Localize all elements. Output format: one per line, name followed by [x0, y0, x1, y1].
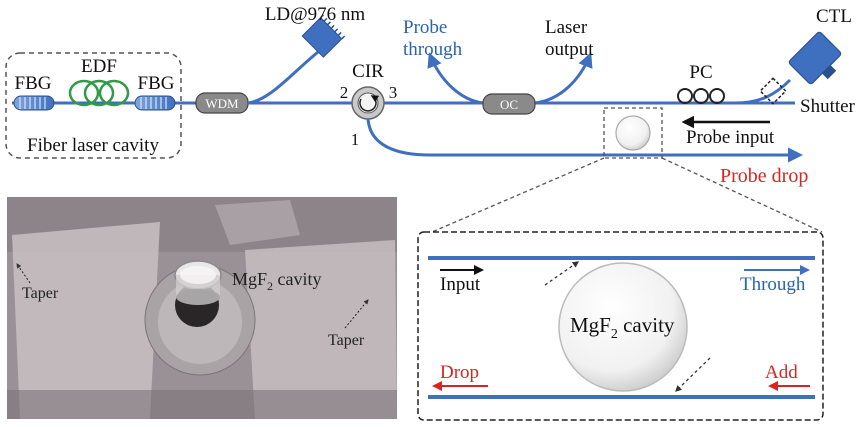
- ld-pump-fiber: [247, 50, 319, 105]
- fbg-left-label: FBG: [15, 73, 52, 94]
- inset-input-label: Input: [440, 274, 481, 295]
- inset-coupling-out: [675, 357, 711, 392]
- fbg-right-grating: [140, 97, 167, 109]
- inset-through-label: Through: [740, 274, 806, 295]
- shutter-label: Shutter: [800, 96, 856, 117]
- probe-drop-fiber: [366, 118, 803, 163]
- probe-through-fiber: [427, 52, 484, 105]
- cir-port-1: 1: [351, 130, 360, 149]
- ld-label: LD@976 nm: [265, 4, 366, 25]
- ctl-laser: [788, 31, 842, 85]
- oc-label: OC: [500, 97, 518, 112]
- shutter-icon: [759, 77, 787, 105]
- inset-cavity-label: MgF2 cavity: [570, 313, 675, 342]
- probe-drop-label: Probe drop: [720, 165, 808, 187]
- inset-coupling-in: [544, 261, 580, 286]
- fbg-right-label: FBG: [138, 73, 175, 94]
- cir-port-2: 2: [340, 83, 349, 102]
- inset-add-label: Add: [765, 362, 798, 383]
- photo-taper-right-label: Taper: [328, 332, 365, 349]
- zoom-line-right: [661, 157, 823, 233]
- small-mgf2-cavity: [615, 115, 651, 151]
- ld-diode: [301, 14, 346, 58]
- laser-output-label-2: output: [545, 39, 594, 60]
- photo-taper-left-label: Taper: [22, 285, 59, 302]
- device-photo: [7, 197, 397, 419]
- inset-mgf2-cavity: [558, 262, 688, 392]
- inset-drop-label: Drop: [440, 362, 479, 383]
- fbg-right: [134, 95, 176, 111]
- fbg-left-grating: [19, 97, 46, 109]
- cir-port-3: 3: [389, 83, 398, 102]
- cir-label: CIR: [352, 61, 384, 82]
- photo-cavity-label: MgF2 cavity: [232, 269, 322, 293]
- fbg-left: [13, 95, 55, 111]
- probe-through-label-1: Probe: [403, 17, 447, 38]
- fiber-laser-cavity-label: Fiber laser cavity: [27, 135, 159, 156]
- oc-box: [482, 93, 536, 115]
- edf-label: EDF: [81, 56, 117, 77]
- pc-label: PC: [689, 62, 712, 83]
- probe-input-label: Probe input: [686, 127, 775, 148]
- ctl-label: CTL: [816, 6, 852, 27]
- edf-coil: [68, 79, 130, 107]
- probe-through-label-2: through: [403, 39, 463, 60]
- laser-output-label-1: Laser: [545, 17, 588, 38]
- ctl-fiber: [734, 78, 792, 105]
- fiber-laser-cavity-box: [5, 52, 182, 159]
- cavity-zoom-box: [603, 107, 663, 159]
- laser-output-fiber: [534, 52, 593, 105]
- circulator-arrow-icon: [359, 95, 380, 112]
- zoom-line-left: [431, 157, 605, 233]
- wdm-label: WDM: [205, 96, 239, 111]
- pc-loops: [677, 88, 725, 104]
